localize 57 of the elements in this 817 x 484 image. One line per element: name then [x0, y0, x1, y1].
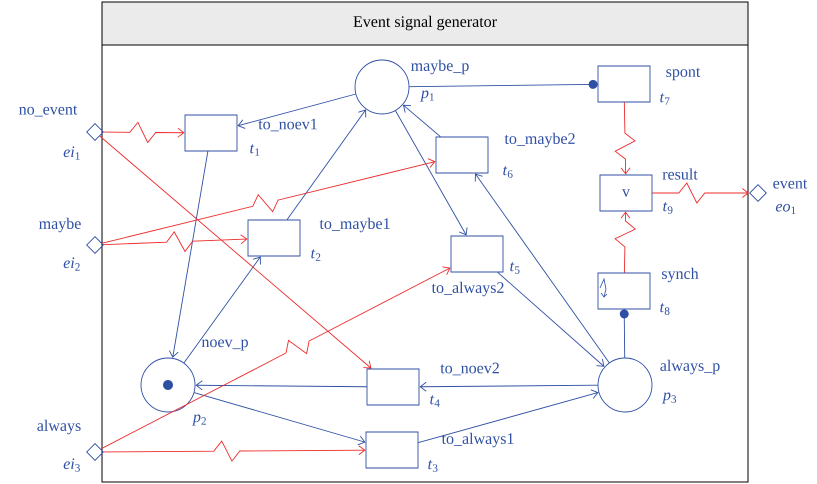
arc-arrow: [474, 173, 610, 364]
element-name: maybe: [39, 218, 81, 232]
arc-arrow: [194, 392, 366, 446]
signal-arrow: [99, 136, 372, 369]
signal-arrow: [652, 182, 750, 204]
element-index: t$_{9}$: [663, 202, 672, 214]
arc-arrow: [237, 94, 356, 129]
element-index: t$_{8}$: [660, 303, 670, 315]
arc-arrow: [497, 272, 604, 367]
arc-arrow: [286, 109, 366, 220]
signal-arrow: [614, 102, 636, 175]
element-name: synch: [662, 268, 698, 282]
element-name: to_always1: [442, 432, 514, 448]
element-index: t$_{7}$: [660, 93, 670, 105]
element-index: eo$_{1}$: [776, 204, 796, 214]
arc-arrow: [418, 389, 599, 444]
arc-arrow: [395, 110, 468, 236]
signal-arrow: [614, 211, 636, 273]
signal-arrow: [100, 266, 451, 450]
element-index: t$_{3}$: [428, 460, 438, 472]
element-name: always_p: [660, 360, 720, 374]
element-name: result: [662, 168, 698, 180]
signal-arrow: [102, 158, 436, 244]
element-index: t$_{4}$: [430, 395, 440, 407]
arc-arrow: [184, 256, 261, 364]
arc-arrow: [402, 104, 441, 137]
element-index: p$_{2}$: [192, 414, 206, 426]
arc-arrow: [168, 151, 208, 358]
element-name: no_event: [19, 105, 78, 117]
element-name: to_noev2: [440, 362, 499, 376]
element-name: noev_p: [202, 340, 248, 350]
element-name: event: [773, 179, 808, 189]
arc-arrow: [620, 309, 629, 358]
element-name: always: [37, 420, 81, 434]
arc-arrow: [419, 382, 598, 392]
element-name: to_maybe1: [320, 218, 390, 232]
element-index: ei$_{3}$: [64, 458, 80, 472]
arc-arrow: [195, 380, 367, 390]
element-index: t$_{1}$: [250, 144, 260, 156]
element-name: to_always2: [432, 282, 504, 296]
element-index: ei$_{1}$: [64, 146, 80, 160]
arc-arrow: [409, 80, 598, 89]
element-index: p$_{3}$: [662, 392, 676, 404]
signal-arrow: [103, 231, 248, 252]
transition-box: v: [600, 174, 652, 212]
element-index: ei$_{2}$: [64, 257, 80, 271]
element-name: to_noev1: [258, 118, 317, 132]
element-index: t$_{6}$: [503, 166, 513, 178]
element-name: maybe_p: [411, 60, 469, 74]
element-name: to_maybe2: [504, 132, 575, 148]
element-index: p$_{1}$: [420, 90, 434, 102]
element-index: t$_{5}$: [510, 262, 520, 274]
title-bar: Event signal generator: [102, 2, 748, 46]
element-index: t$_{2}$: [311, 249, 320, 261]
signal-arrow: [103, 122, 185, 144]
element-name: spont: [666, 68, 700, 80]
signal-arrow: [103, 440, 366, 462]
